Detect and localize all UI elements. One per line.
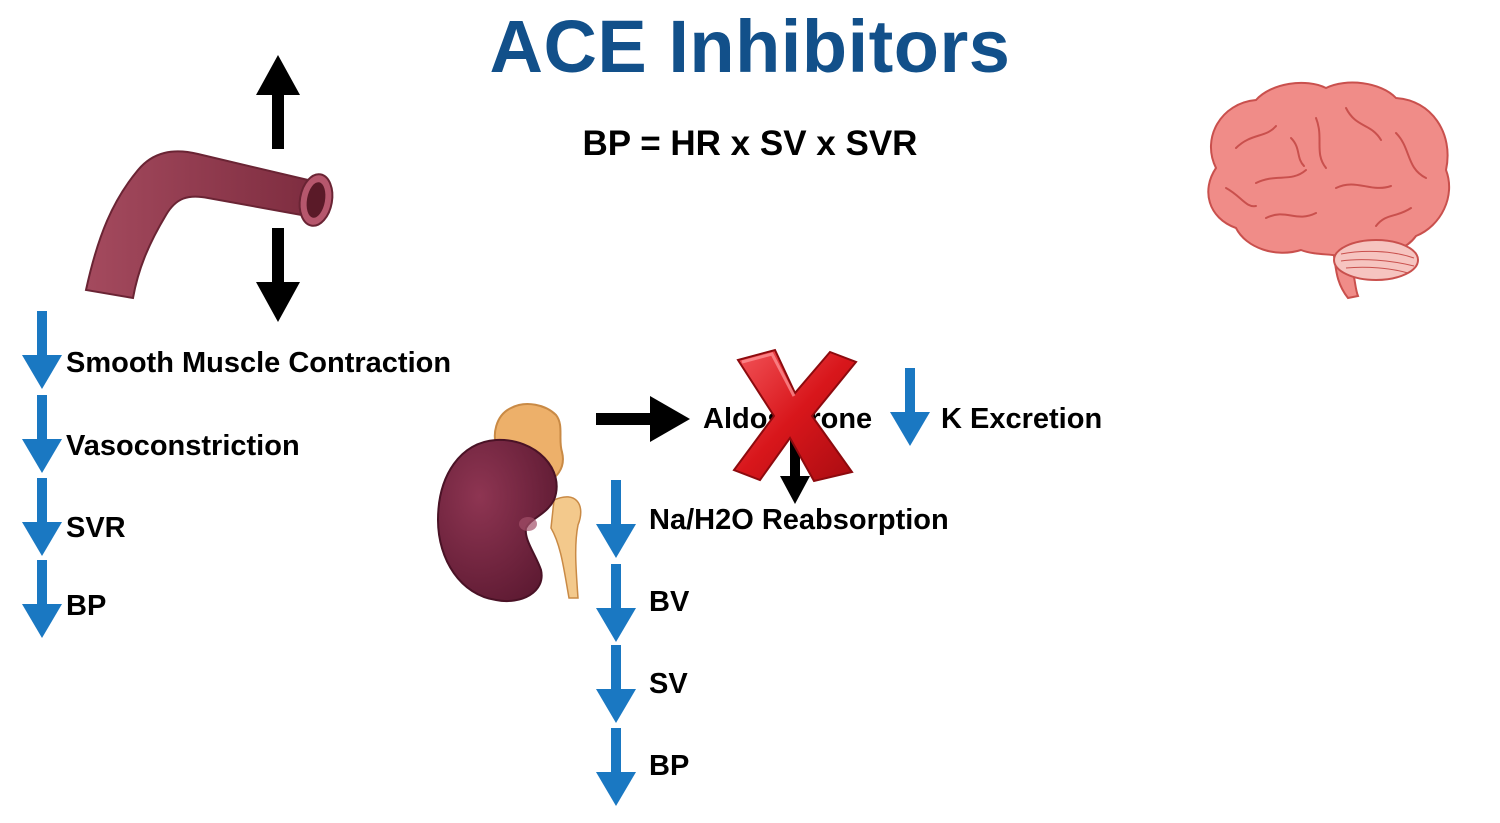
down-arrow-icon	[256, 228, 300, 322]
bp-formula: BP = HR x SV x SVR	[582, 124, 918, 163]
decrease-arrow-icon	[22, 478, 62, 558]
renal-effect-label: BV	[649, 586, 690, 618]
right-arrow-icon	[596, 396, 690, 442]
decrease-arrow-icon	[22, 311, 62, 391]
renal-effect-label: BP	[649, 750, 690, 782]
decrease-arrow-icon	[596, 645, 636, 725]
vessel-effect-label: SVR	[66, 512, 126, 544]
decrease-arrow-icon	[596, 728, 636, 808]
decrease-arrow-icon	[22, 560, 62, 640]
down-arrow-icon	[780, 440, 810, 504]
red-x-mark-icon	[732, 348, 858, 483]
decrease-arrow-icon	[890, 368, 930, 448]
decrease-arrow-icon	[22, 395, 62, 475]
brain-icon	[1207, 81, 1451, 300]
vessel-effect-label: Vasoconstriction	[66, 430, 300, 462]
decrease-arrow-icon	[596, 480, 636, 560]
decrease-arrow-icon	[596, 564, 636, 644]
up-arrow-icon	[256, 55, 300, 149]
renal-effect-label: Na/H2O Reabsorption	[649, 504, 949, 536]
blood-vessel-icon	[84, 150, 334, 300]
kidney-icon	[436, 403, 582, 603]
vessel-effect-label: BP	[66, 590, 107, 622]
page-title: ACE Inhibitors	[489, 5, 1011, 88]
renal-effect-label: SV	[649, 668, 688, 700]
vessel-effect-label: Smooth Muscle Contraction	[66, 347, 452, 379]
k-excretion-label: K Excretion	[941, 403, 1103, 435]
